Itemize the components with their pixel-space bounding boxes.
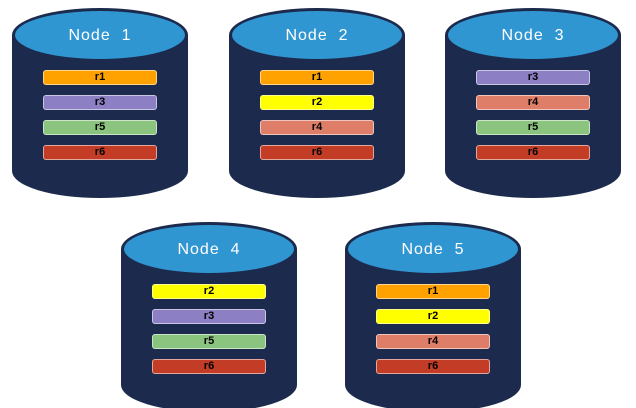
replica-bar: r6: [376, 359, 490, 374]
cylinder-top-ellipse: Node 4: [121, 222, 297, 276]
replica-bar: r6: [43, 145, 157, 160]
node-1-cylinder: Node 1 r1 r3 r5 r6: [12, 8, 188, 198]
replica-bar: r1: [43, 70, 157, 85]
cylinder-body: [12, 35, 188, 198]
replica-bar: r5: [476, 120, 590, 135]
replica-bar-list: r1 r2 r4 r6: [260, 70, 374, 160]
replica-bar: r4: [376, 334, 490, 349]
cylinder-top-ellipse: Node 3: [445, 8, 621, 62]
node-4-cylinder: Node 4 r2 r3 r5 r6: [121, 222, 297, 408]
replica-bar-list: r2 r3 r5 r6: [152, 284, 266, 374]
node-5-cylinder: Node 5 r1 r2 r4 r6: [345, 222, 521, 408]
replica-bar: r2: [260, 95, 374, 110]
cylinder-top-ellipse: Node 1: [12, 8, 188, 62]
node-title: Node 2: [285, 27, 349, 44]
node-title: Node 4: [177, 241, 241, 258]
replica-bar: r5: [152, 334, 266, 349]
node-title: Node 3: [501, 27, 565, 44]
replica-bar: r6: [476, 145, 590, 160]
replica-bar: r4: [260, 120, 374, 135]
replica-bar: r4: [476, 95, 590, 110]
node-title: Node 1: [68, 27, 132, 44]
replica-bar-list: r3 r4 r5 r6: [476, 70, 590, 160]
cylinder-top-ellipse: Node 5: [345, 222, 521, 276]
replica-bar: r3: [43, 95, 157, 110]
replica-bar-list: r1 r3 r5 r6: [43, 70, 157, 160]
replica-bar: r3: [152, 309, 266, 324]
replica-bar: r1: [376, 284, 490, 299]
replica-bar: r2: [152, 284, 266, 299]
cylinder-body: [445, 35, 621, 198]
node-title: Node 5: [401, 241, 465, 258]
cylinder-body: [229, 35, 405, 198]
replica-bar: r3: [476, 70, 590, 85]
replica-bar: r2: [376, 309, 490, 324]
cylinder-top-ellipse: Node 2: [229, 8, 405, 62]
node-2-cylinder: Node 2 r1 r2 r4 r6: [229, 8, 405, 198]
replica-bar: r5: [43, 120, 157, 135]
replica-bar: r6: [260, 145, 374, 160]
replica-bar-list: r1 r2 r4 r6: [376, 284, 490, 374]
replica-bar: r1: [260, 70, 374, 85]
node-3-cylinder: Node 3 r3 r4 r5 r6: [445, 8, 621, 198]
replica-bar: r6: [152, 359, 266, 374]
